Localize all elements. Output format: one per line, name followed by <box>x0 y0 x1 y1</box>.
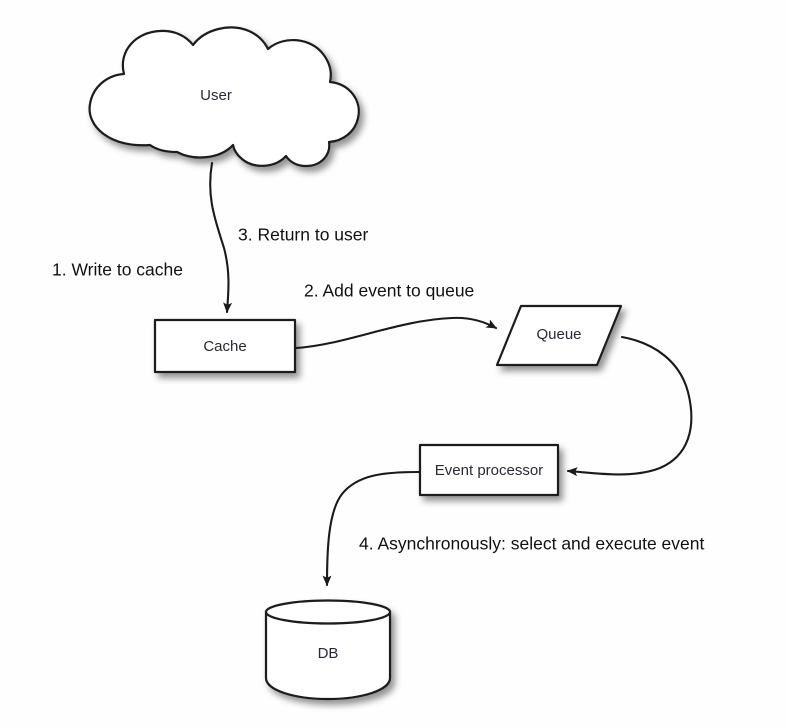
edge-cache-to-queue <box>294 316 498 350</box>
node-user-label: User <box>200 87 232 104</box>
event-processor-shape <box>418 443 560 497</box>
cloud-shape <box>88 26 360 168</box>
edge-label-step-3: 3. Return to user <box>238 225 369 245</box>
node-event-processor-label: Event processor <box>435 462 543 479</box>
node-event-processor[interactable]: Event processor <box>418 443 560 497</box>
edge-label-step-1: 1. Write to cache <box>52 260 183 280</box>
edge-label-step-2: 2. Add event to queue <box>304 281 474 301</box>
node-db[interactable]: DB <box>264 599 392 701</box>
node-queue-label: Queue <box>536 326 581 343</box>
edge-queue-to-processor <box>566 335 693 477</box>
node-db-label: DB <box>318 645 339 662</box>
edge-label-step-4: 4. Asynchronously: select and execute ev… <box>359 534 704 554</box>
db-top-ellipse <box>264 599 392 625</box>
db-body <box>264 610 392 701</box>
node-cache[interactable]: Cache <box>153 318 297 374</box>
queue-shape <box>495 304 623 367</box>
node-cache-label: Cache <box>203 338 246 355</box>
node-queue[interactable]: Queue <box>495 304 623 367</box>
edge-user-to-cache <box>209 161 233 314</box>
cache-shape <box>153 318 297 374</box>
edge-processor-to-db <box>322 470 421 587</box>
node-user[interactable]: User <box>88 26 360 168</box>
